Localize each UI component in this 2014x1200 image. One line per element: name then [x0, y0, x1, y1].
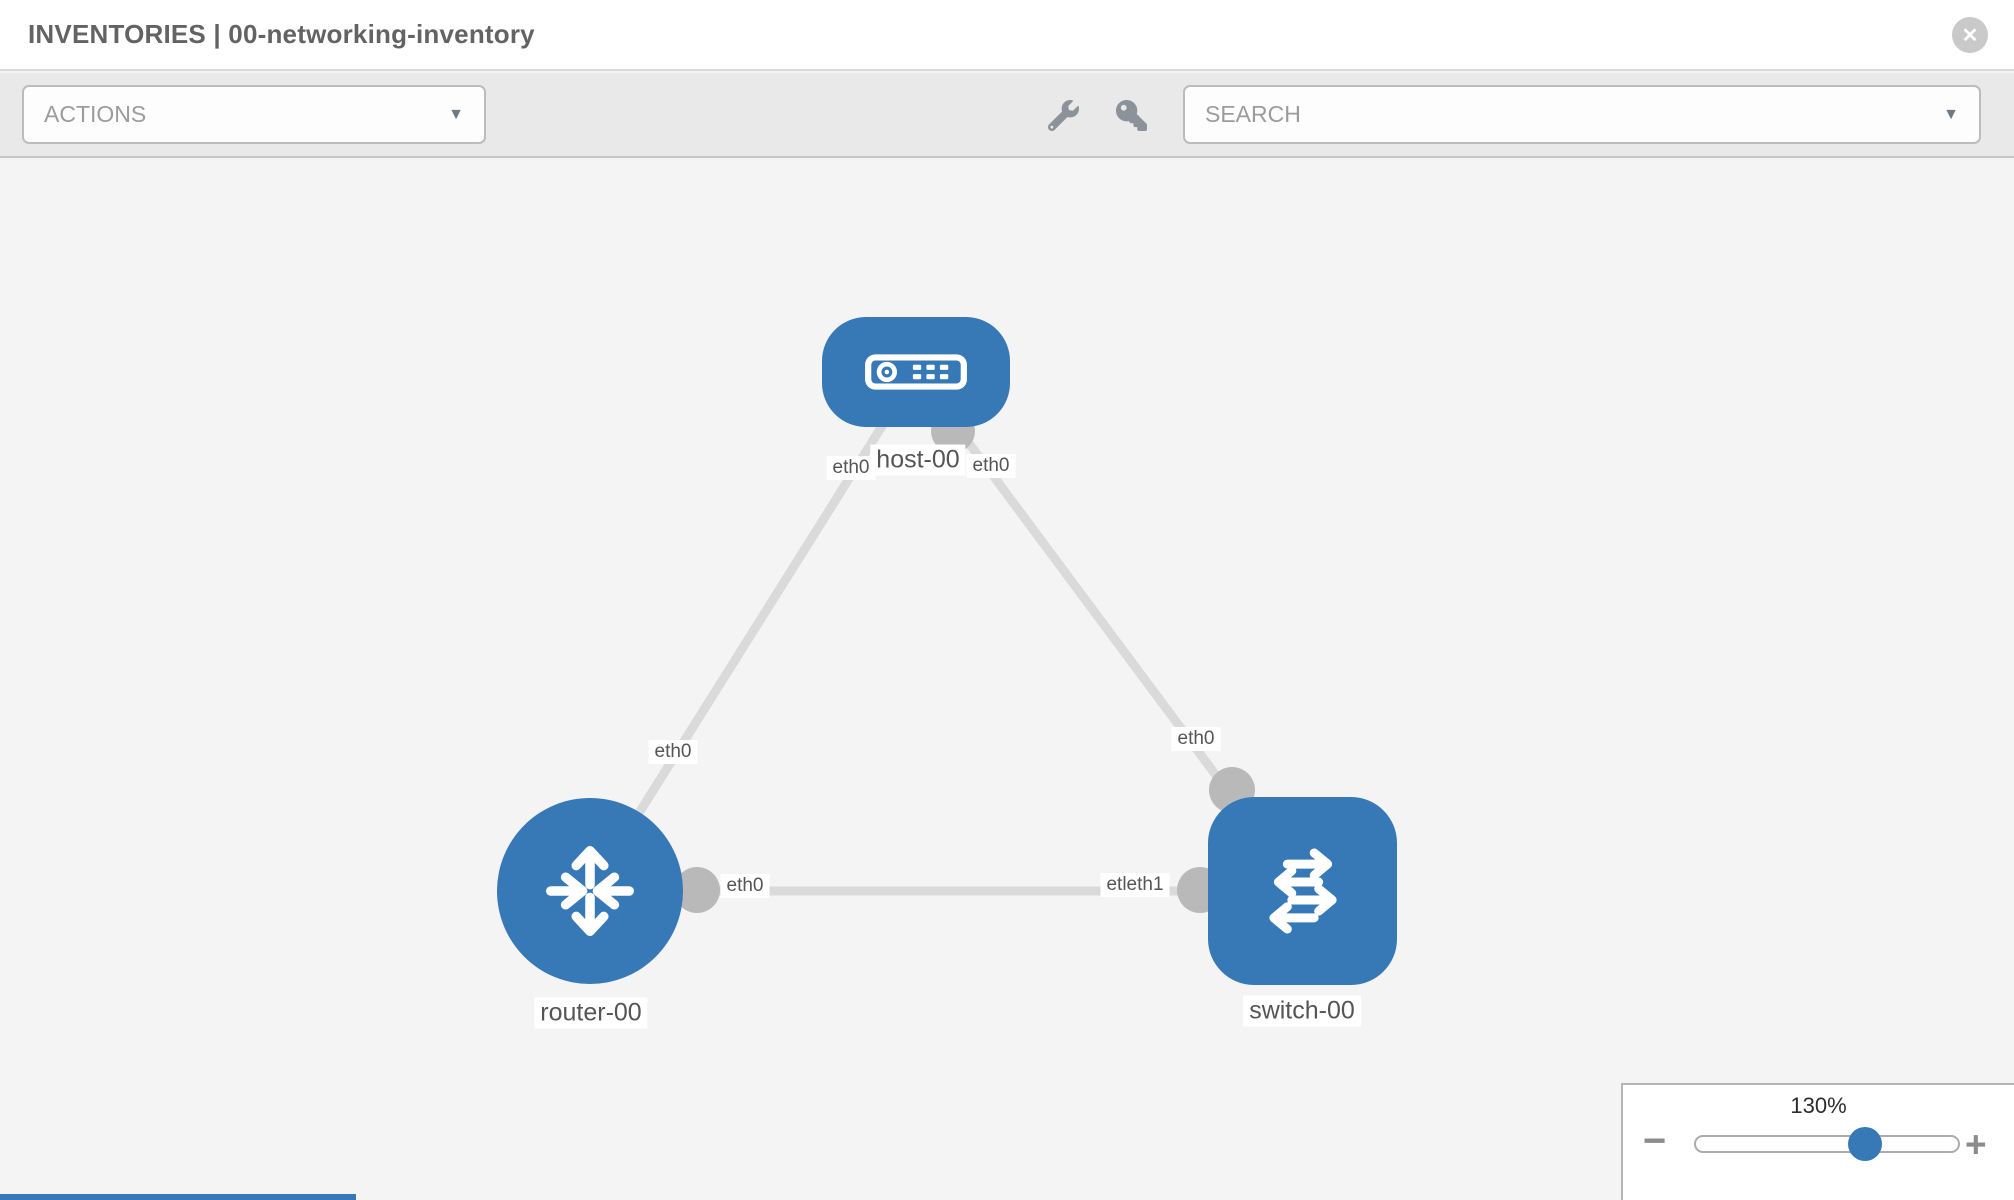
toolbar: ACTIONS ▼ SEARCH ▼: [0, 73, 2014, 158]
search-dropdown[interactable]: SEARCH ▼: [1183, 85, 1981, 144]
key-icon: [1116, 100, 1147, 131]
zoom-slider-track[interactable]: [1694, 1135, 1960, 1153]
zoom-level-label: 130%: [1790, 1093, 1847, 1118]
close-button[interactable]: ✕: [1952, 17, 1988, 53]
search-dropdown-label: SEARCH: [1205, 101, 1301, 127]
configure-button[interactable]: [1048, 73, 1079, 158]
router-icon: [546, 845, 634, 937]
node-label-switch: switch-00: [1243, 995, 1361, 1027]
iface-label-switch-eth1: etleth1: [1100, 873, 1170, 897]
chevron-down-icon: ▼: [448, 105, 464, 123]
iface-label-link-left: eth0: [648, 740, 698, 764]
node-label-router: router-00: [534, 997, 648, 1029]
zoom-slider-handle[interactable]: [1848, 1127, 1882, 1161]
close-icon: ✕: [1961, 24, 1979, 47]
actions-dropdown[interactable]: ACTIONS ▼: [22, 85, 486, 144]
iface-label-router-eth0: eth0: [720, 874, 770, 898]
chevron-down-icon: ▼: [1943, 105, 1959, 123]
node-router-00[interactable]: [497, 798, 683, 984]
node-switch-00[interactable]: [1208, 797, 1397, 985]
iface-label-host-right: eth0: [966, 454, 1016, 478]
zoom-control-panel: 130% − +: [1621, 1083, 2014, 1200]
bottom-panel-edge: [0, 1194, 356, 1200]
iface-label-link-right: eth0: [1171, 727, 1221, 751]
actions-dropdown-label: ACTIONS: [44, 101, 147, 127]
title-bar: INVENTORIES | 00-networking-inventory ✕: [0, 0, 2014, 71]
zoom-out-button[interactable]: −: [1643, 1119, 1667, 1163]
credentials-button[interactable]: [1116, 73, 1147, 158]
port-circle-router: [674, 867, 720, 913]
node-host-00[interactable]: [822, 317, 1010, 427]
switch-icon: [1268, 848, 1337, 934]
zoom-in-button[interactable]: +: [1965, 1124, 1987, 1165]
host-icon: [865, 354, 967, 390]
page-title: INVENTORIES | 00-networking-inventory: [28, 19, 535, 49]
wrench-icon: [1048, 100, 1079, 131]
node-label-host: host-00: [870, 444, 966, 476]
iface-label-host-left: eth0: [826, 456, 876, 480]
